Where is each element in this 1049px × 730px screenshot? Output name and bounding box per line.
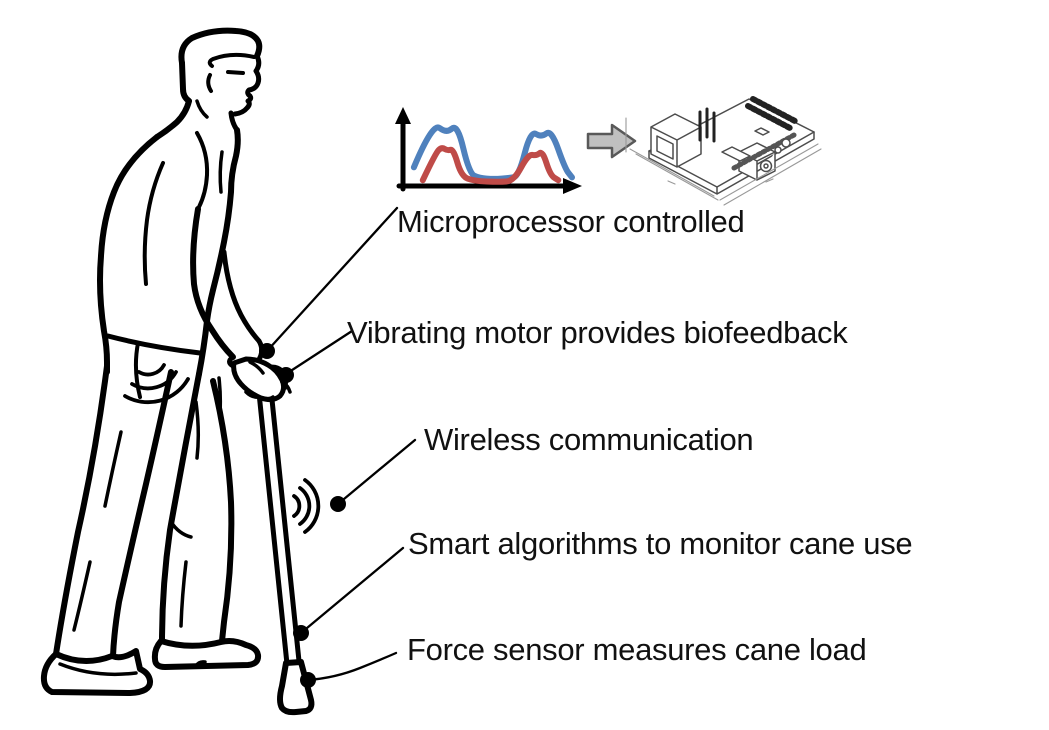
callout-line-microprocessor — [265, 206, 399, 353]
hand-blob — [231, 356, 287, 403]
chart-y-arrowhead — [395, 107, 411, 124]
person-face-profile — [232, 53, 262, 117]
annotation-microprocessor: Microprocessor controlled — [397, 204, 745, 239]
person-front-torso — [204, 127, 241, 324]
ic-chip — [721, 146, 751, 162]
annotation-vibrating-motor: Vibrating motor provides biofeedback — [347, 315, 848, 350]
callout-dot-microprocessor — [259, 343, 275, 359]
hand-fingers — [244, 360, 292, 401]
person-hair — [178, 27, 263, 66]
icsp-header — [745, 103, 793, 131]
callout-dot-smart-algorithms — [293, 625, 309, 641]
person-back-outline — [97, 134, 160, 375]
dimension-lines — [625, 117, 822, 206]
arduino-board-sketch — [625, 96, 822, 206]
io-header-far — [750, 96, 798, 124]
person-arm-front-edge — [221, 249, 262, 344]
vibration-waves-icon — [123, 363, 190, 405]
callout-line-smart-algorithms — [299, 546, 405, 635]
person-arm-back-edge — [190, 206, 236, 360]
usb-inner — [656, 135, 674, 160]
person-shirt-hem — [105, 333, 203, 356]
person-back-inner-line — [142, 161, 165, 286]
tall-pin-header — [698, 107, 716, 143]
person-neck-stroke — [195, 99, 209, 119]
person-front-leg-left — [159, 371, 202, 644]
callout-dots — [259, 343, 346, 688]
signal-chart — [395, 107, 582, 194]
callout-dot-vibrating-motor — [278, 367, 294, 383]
person-hand — [231, 356, 292, 403]
person-pocket-seam — [133, 341, 142, 399]
cane-shaft-fill — [259, 390, 299, 664]
annotation-force-sensor: Force sensor measures cane load — [407, 632, 867, 667]
annotation-wireless: Wireless communication — [424, 422, 754, 457]
chart-axes — [396, 118, 569, 192]
person-front-leg-right — [210, 378, 235, 644]
person-front-hip — [196, 318, 210, 377]
person-front-shoe — [151, 638, 262, 670]
callout-line-force-sensor — [306, 651, 398, 682]
person-rear-leg-inner — [110, 369, 174, 659]
person-rear-shoe-line — [58, 662, 138, 677]
reset-button — [754, 127, 770, 136]
person-rear-leg-outer — [53, 363, 110, 657]
callout-dot-force-sensor — [300, 672, 316, 688]
capacitor-2 — [774, 146, 782, 154]
callout-line-wireless — [336, 438, 417, 506]
person-shoulder-blade-line — [195, 131, 210, 209]
person-hair-fringe — [207, 52, 256, 68]
person-eye — [226, 70, 245, 75]
callout-line-vibrating-motor — [284, 329, 354, 376]
chart-blue-curve — [410, 124, 575, 182]
walking-person-drawing — [40, 27, 265, 696]
cane-shaft — [256, 387, 302, 667]
chart-red-curve — [419, 145, 562, 185]
power-jack-pin — [763, 163, 769, 169]
callout-lines — [265, 206, 417, 682]
person-back-of-head — [179, 60, 192, 104]
person-front-shoe-notch — [194, 660, 207, 668]
wireless-waves-icon — [292, 478, 321, 534]
person-pant-wrinkles — [72, 400, 201, 632]
capacitor-1 — [781, 138, 791, 148]
annotation-smart-algorithms: Smart algorithms to monitor cane use — [408, 526, 913, 561]
callout-dot-wireless — [330, 496, 346, 512]
person-ear — [206, 73, 213, 93]
person-neck-back — [154, 98, 192, 140]
chart-x-arrowhead — [563, 178, 582, 194]
person-chest-stroke — [218, 150, 224, 194]
right-block-arrow-icon — [586, 123, 637, 159]
smart-cane-drawing — [254, 364, 315, 716]
